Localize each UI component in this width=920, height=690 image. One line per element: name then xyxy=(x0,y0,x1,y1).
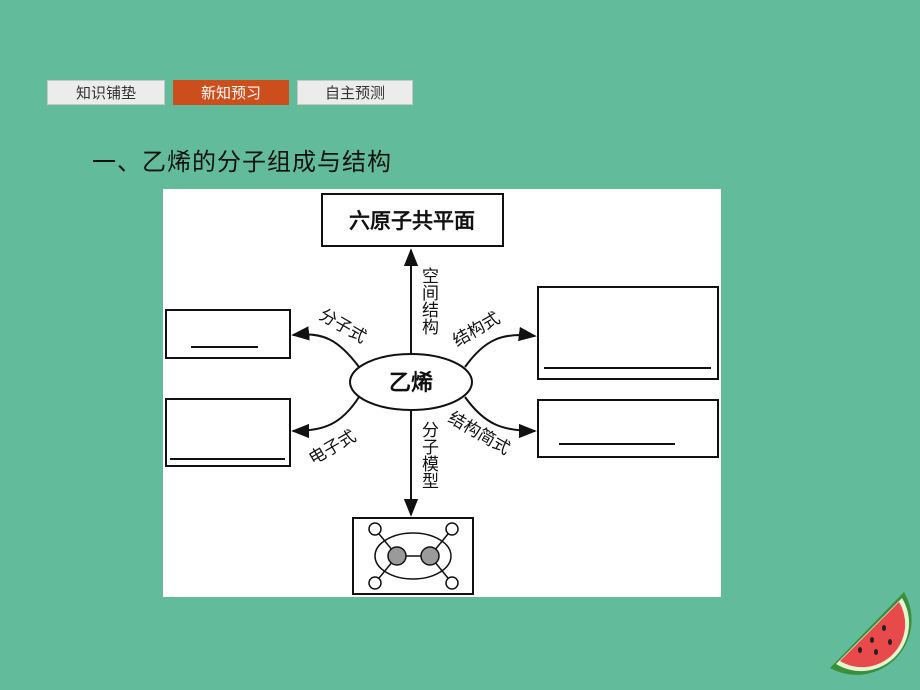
watermelon-icon xyxy=(830,592,912,675)
arrow-lower-right xyxy=(464,396,537,439)
section-title: 一、乙烯的分子组成与结构 xyxy=(92,148,392,176)
ball-stick-model-icon xyxy=(368,522,459,590)
molecular-model-box xyxy=(352,517,474,595)
label-molecular-formula: 分子式 xyxy=(316,305,370,348)
diagram-canvas: 六原子共平面 乙烯 空间结构 分子模型 分子式 电子式 结构式 结构简式 xyxy=(165,193,719,595)
label-simplified-formula: 结构简式 xyxy=(445,408,514,459)
arrow-lower-left xyxy=(291,396,360,439)
label-spatial-structure: 空间结构 xyxy=(418,267,439,336)
section-tabs: 知识铺垫 新知预习 自主预测 xyxy=(47,80,421,105)
ethylene-structure-diagram: 六原子共平面 乙烯 空间结构 分子模型 分子式 电子式 结构式 结构简式 xyxy=(163,189,721,597)
center-label: 乙烯 xyxy=(389,370,433,396)
tab-new-preview[interactable]: 新知预习 xyxy=(173,80,289,105)
top-box-label: 六原子共平面 xyxy=(349,209,475,233)
arrow-upper-right xyxy=(464,326,537,368)
simplified-formula-box xyxy=(537,399,719,458)
electron-formula-box xyxy=(165,398,291,467)
tab-knowledge-prep[interactable]: 知识铺垫 xyxy=(47,80,165,105)
tab-self-test[interactable]: 自主预测 xyxy=(297,80,413,105)
arrow-upper-left xyxy=(291,326,360,368)
label-molecular-model: 分子模型 xyxy=(418,421,439,489)
molecular-formula-box xyxy=(165,309,291,359)
label-structural-formula: 结构式 xyxy=(450,309,504,352)
spatial-structure-box xyxy=(321,193,504,247)
label-electron-formula: 电子式 xyxy=(306,427,360,470)
structural-formula-box xyxy=(537,286,719,380)
